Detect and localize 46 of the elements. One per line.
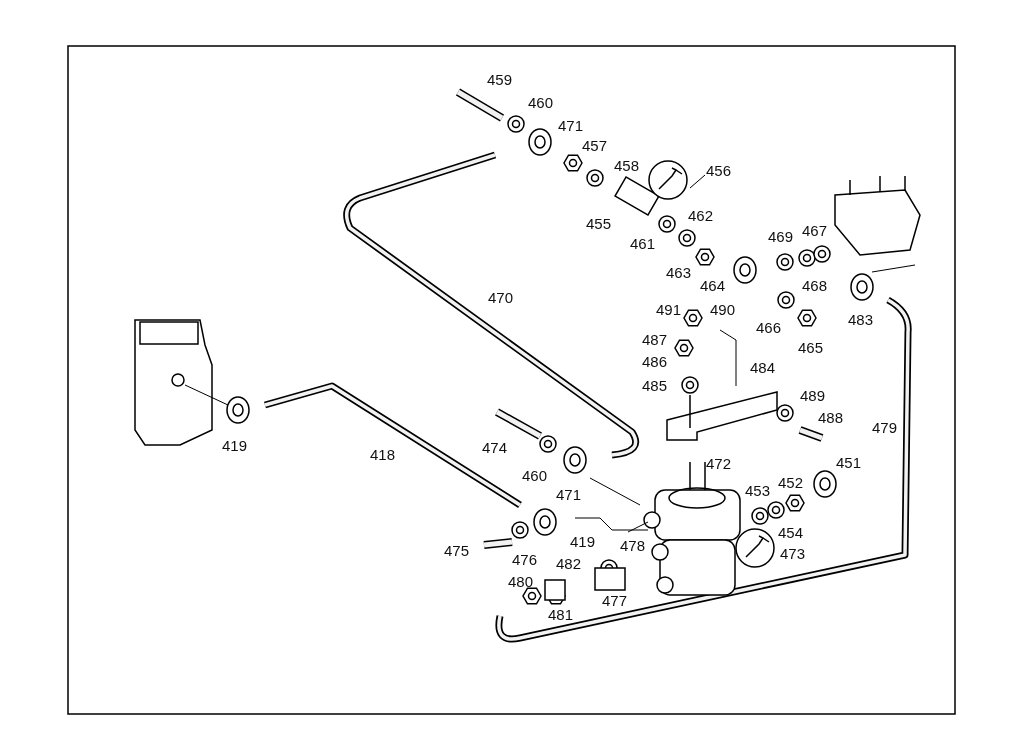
callout-number: 471	[558, 118, 584, 134]
callout-number: 455	[586, 216, 612, 232]
callout-number: 464	[700, 278, 726, 294]
callout-number: 461	[630, 236, 656, 252]
callout-number: 418	[370, 447, 396, 463]
callout-number: 491	[656, 302, 682, 318]
callout-number: 479	[872, 420, 898, 436]
callout-number: 483	[848, 312, 874, 328]
callout-number: 486	[642, 354, 668, 370]
callout-number: 490	[710, 302, 736, 318]
callout-number: 419	[570, 534, 596, 550]
callout-number: 474	[482, 440, 508, 456]
callout-number: 489	[800, 388, 826, 404]
callout-number: 481	[548, 607, 574, 623]
callout-number: 463	[666, 265, 692, 281]
callout-number: 466	[756, 320, 782, 336]
callout-number: 476	[512, 552, 538, 568]
callout-number: 480	[508, 574, 534, 590]
callout-number: 487	[642, 332, 668, 348]
callout-number: 460	[528, 95, 554, 111]
callout-number: 472	[706, 456, 732, 472]
callout-number: 470	[488, 290, 514, 306]
callout-number: 484	[750, 360, 776, 376]
callout-number: 488	[818, 410, 844, 426]
callout-number: 471	[556, 487, 582, 503]
callout-number: 454	[778, 525, 804, 541]
callout-number: 485	[642, 378, 668, 394]
callout-number: 468	[802, 278, 828, 294]
callout-number: 482	[556, 556, 582, 572]
callout-number: 467	[802, 223, 828, 239]
callout-number: 456	[706, 163, 732, 179]
callout-number: 452	[778, 475, 804, 491]
callout-number: 457	[582, 138, 608, 154]
callout-number: 473	[780, 546, 806, 562]
callout-number: 465	[798, 340, 824, 356]
callout-number: 475	[444, 543, 470, 559]
callout-number: 459	[487, 72, 513, 88]
callout-number: 458	[614, 158, 640, 174]
callout-number: 469	[768, 229, 794, 245]
callout-number: 460	[522, 468, 548, 484]
callout-number: 453	[745, 483, 771, 499]
callout-number: 451	[836, 455, 862, 471]
callout-number: 478	[620, 538, 646, 554]
callout-number: 477	[602, 593, 628, 609]
callout-number: 462	[688, 208, 714, 224]
callout-number: 419	[222, 438, 248, 454]
